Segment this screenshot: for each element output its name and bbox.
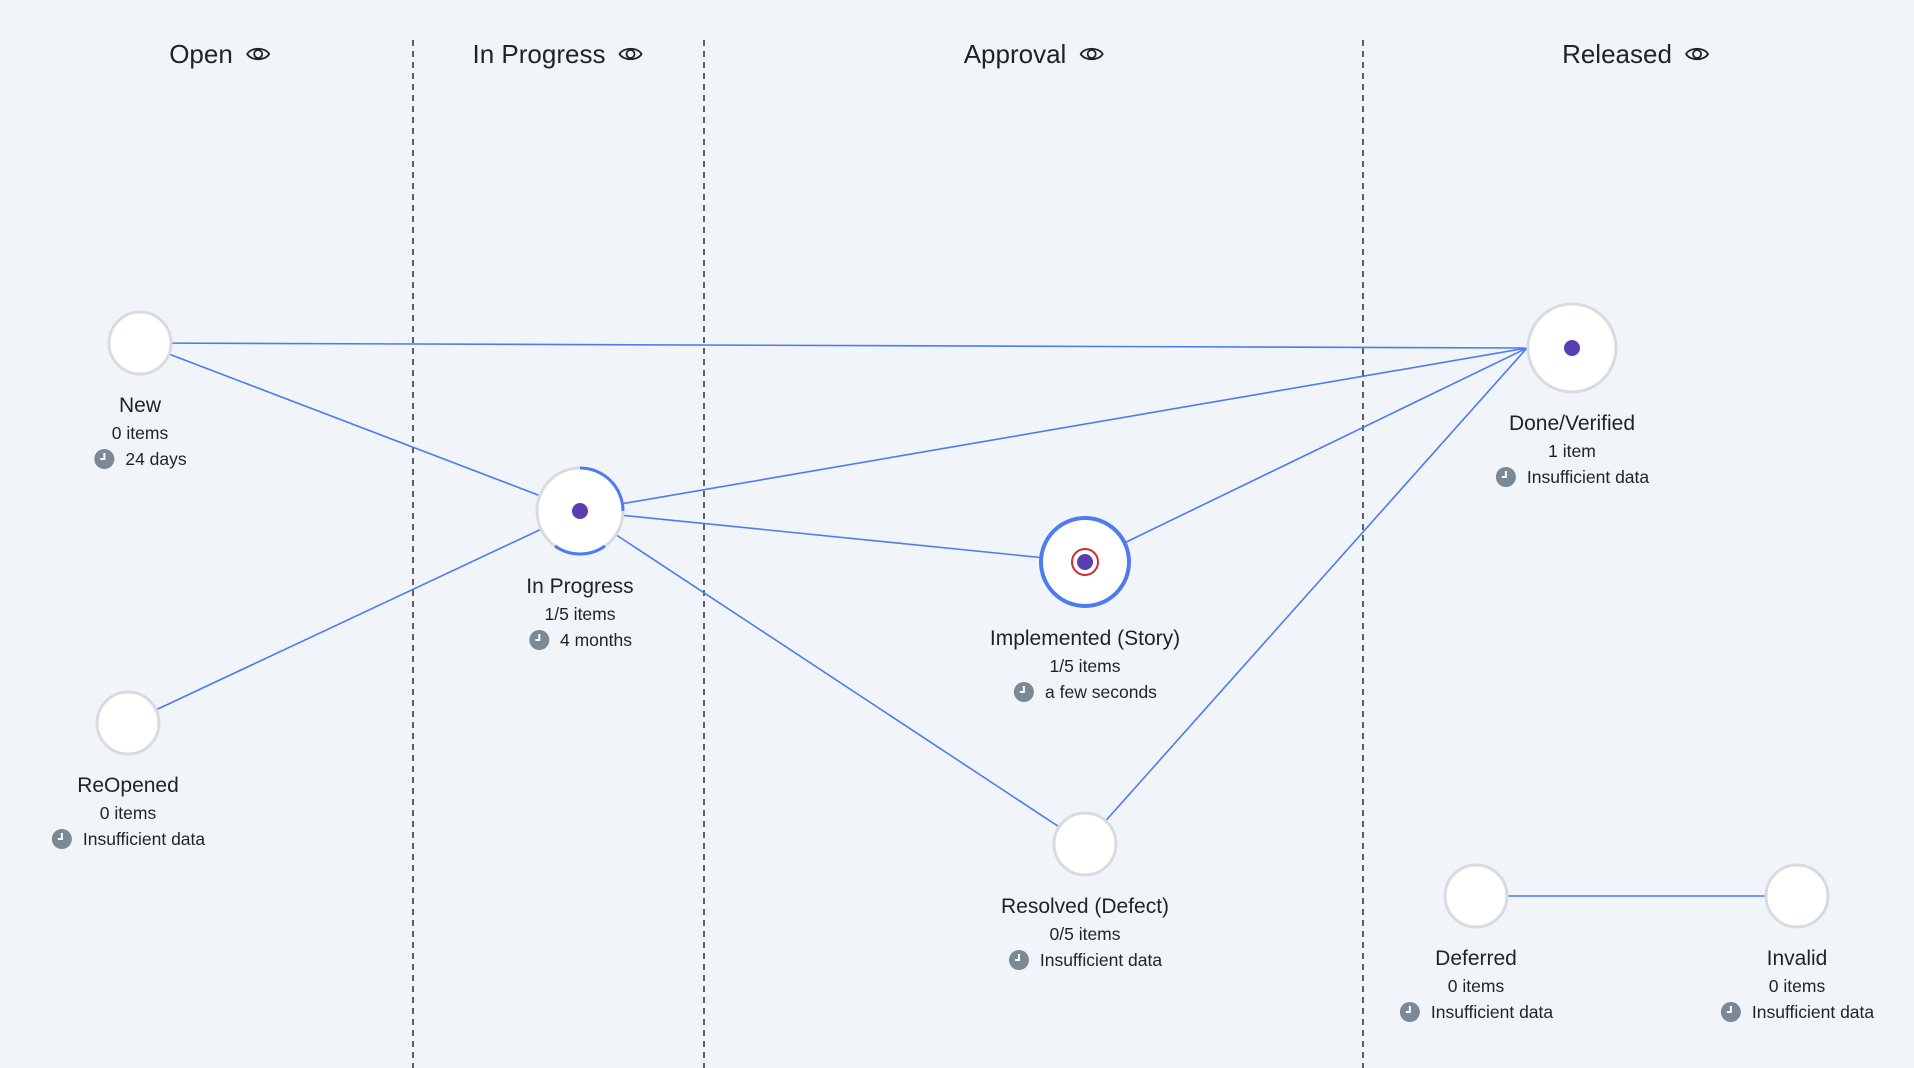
node-name: New bbox=[118, 394, 162, 417]
node-time: Insufficient data bbox=[51, 826, 205, 852]
time-value: 4 months bbox=[560, 630, 632, 650]
eye-icon[interactable] bbox=[245, 41, 271, 67]
column-header-released: Released bbox=[1562, 36, 1710, 72]
clock-icon bbox=[1720, 1002, 1741, 1022]
node-invalid[interactable] bbox=[1764, 863, 1830, 929]
progress-arc bbox=[554, 544, 606, 556]
item-dot bbox=[572, 503, 588, 519]
item-dot bbox=[1077, 554, 1093, 570]
clock-icon bbox=[51, 829, 72, 849]
node-label-reopened: ReOpened 0 items Insufficient data bbox=[51, 772, 205, 852]
clock-icon bbox=[1495, 467, 1516, 487]
node-label-new: New 0 items 24 days bbox=[93, 392, 187, 472]
node-time: a few seconds bbox=[990, 679, 1180, 705]
time-value: a few seconds bbox=[1045, 682, 1157, 702]
node-name: ReOpened bbox=[77, 774, 179, 797]
node-count: 0 items bbox=[1447, 976, 1505, 996]
node-count: 1/5 items bbox=[1049, 656, 1121, 676]
column-header-open: Open bbox=[169, 36, 271, 72]
transition-edge[interactable] bbox=[579, 347, 1528, 512]
eye-icon[interactable] bbox=[1078, 41, 1104, 67]
node-label-in-progress: In Progress 1/5 items 4 months bbox=[526, 573, 634, 653]
node-count: 1/5 items bbox=[544, 604, 616, 624]
column-title: Released bbox=[1562, 38, 1672, 69]
node-time: 4 months bbox=[526, 627, 633, 653]
time-value: Insufficient data bbox=[82, 829, 206, 849]
node-count: 0 items bbox=[111, 423, 169, 443]
progress-arc bbox=[579, 466, 625, 512]
node-in-progress[interactable] bbox=[535, 466, 625, 556]
node-label-invalid: Invalid 0 items Insufficient data bbox=[1720, 945, 1874, 1025]
time-value: Insufficient data bbox=[1039, 950, 1163, 970]
node-label-resolved: Resolved (Defect) 0/5 items Insufficient… bbox=[1001, 893, 1169, 973]
node-time: 24 days bbox=[93, 446, 187, 472]
node-time: Insufficient data bbox=[1495, 464, 1649, 490]
column-title: Approval bbox=[963, 38, 1067, 69]
node-count: 0 items bbox=[99, 803, 157, 823]
node-label-implemented: Implemented (Story) 1/5 items a few seco… bbox=[990, 625, 1180, 705]
node-reopened[interactable] bbox=[95, 690, 161, 756]
clock-icon bbox=[1008, 950, 1029, 970]
transition-edge[interactable] bbox=[127, 510, 581, 724]
node-count: 0 items bbox=[1768, 976, 1826, 996]
eye-icon[interactable] bbox=[617, 41, 643, 67]
transition-edge[interactable] bbox=[579, 510, 1086, 563]
time-value: Insufficient data bbox=[1526, 467, 1650, 487]
transition-edge[interactable] bbox=[579, 510, 1086, 845]
target-ring bbox=[1071, 548, 1099, 576]
node-count: 0/5 items bbox=[1049, 924, 1121, 944]
node-label-done: Done/Verified 1 item Insufficient data bbox=[1495, 410, 1649, 490]
node-name: Resolved (Defect) bbox=[1000, 895, 1170, 918]
transition-edge[interactable] bbox=[139, 342, 581, 512]
node-time: Insufficient data bbox=[1001, 947, 1169, 973]
node-label-deferred: Deferred 0 items Insufficient data bbox=[1399, 945, 1553, 1025]
column-header-in-progress: In Progress bbox=[473, 36, 644, 72]
clock-icon bbox=[529, 630, 550, 650]
time-value: 24 days bbox=[125, 449, 187, 469]
node-implemented[interactable] bbox=[1039, 516, 1131, 608]
clock-icon bbox=[94, 449, 115, 469]
transition-edge[interactable] bbox=[139, 342, 1528, 349]
transition-edge[interactable] bbox=[1084, 347, 1528, 845]
node-deferred[interactable] bbox=[1443, 863, 1509, 929]
node-name: Implemented (Story) bbox=[989, 627, 1181, 650]
node-resolved[interactable] bbox=[1052, 811, 1118, 877]
node-name: Invalid bbox=[1766, 947, 1828, 970]
clock-icon bbox=[1014, 682, 1035, 702]
clock-icon bbox=[1399, 1002, 1420, 1022]
node-count: 1 item bbox=[1548, 441, 1596, 461]
node-new[interactable] bbox=[107, 310, 173, 376]
node-done[interactable] bbox=[1526, 302, 1618, 394]
node-name: Done/Verified bbox=[1508, 412, 1636, 435]
node-name: Deferred bbox=[1435, 947, 1517, 970]
node-name: In Progress bbox=[526, 575, 634, 598]
column-title: In Progress bbox=[472, 38, 606, 69]
node-time: Insufficient data bbox=[1720, 999, 1874, 1025]
item-dot bbox=[1564, 340, 1580, 356]
column-header-approval: Approval bbox=[964, 36, 1105, 72]
eye-icon[interactable] bbox=[1684, 41, 1710, 67]
column-title: Open bbox=[169, 38, 233, 69]
time-value: Insufficient data bbox=[1430, 1002, 1554, 1022]
transition-edge[interactable] bbox=[1084, 347, 1528, 563]
time-value: Insufficient data bbox=[1751, 1002, 1875, 1022]
node-time: Insufficient data bbox=[1399, 999, 1553, 1025]
